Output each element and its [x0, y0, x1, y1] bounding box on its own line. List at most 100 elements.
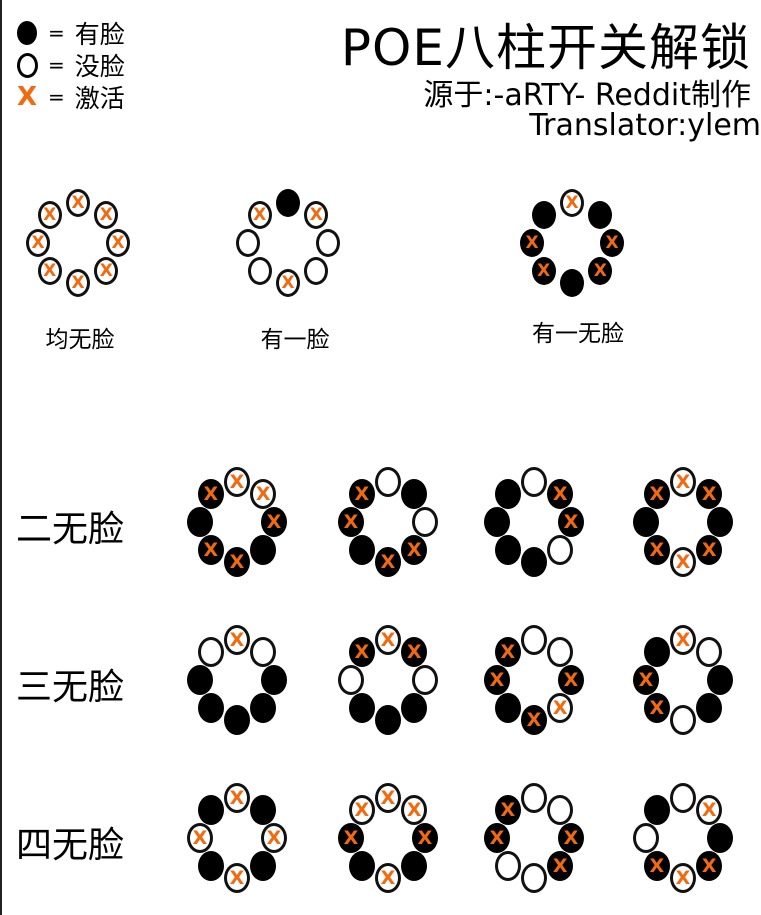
filled-pillar-sw: [348, 851, 375, 882]
empty-pillar-n: [670, 783, 696, 813]
empty-pillar-ne: [250, 636, 277, 667]
filled-pillar-e: [261, 665, 287, 695]
filled-pillar-e: [707, 507, 733, 537]
filled-activated-pillar-sw: X: [531, 257, 556, 286]
filled-activated-pillar-w: X: [484, 665, 510, 695]
filled-activated-pillar-se: X: [696, 851, 723, 882]
empty-activated-pillar-ne: X: [304, 200, 329, 229]
filled-pillar-se: [250, 535, 277, 566]
filled-activated-pillar-e: X: [558, 507, 584, 537]
filled-pillar-s: [224, 705, 250, 735]
empty-pillar-e: [412, 507, 438, 537]
filled-pillar-nw: [197, 794, 224, 825]
legend-label: 激活: [74, 84, 125, 113]
filled-pillar-sw: [197, 693, 224, 724]
empty-activated-pillar-se: X: [547, 693, 574, 724]
filled-pillar-ne: [588, 200, 613, 229]
filled-activated-pillar-w: X: [484, 823, 510, 853]
filled-activated-pillar-nw: X: [643, 478, 670, 509]
empty-pillar-n: [521, 467, 547, 497]
empty-pillar-s: [670, 705, 696, 735]
empty-activated-pillar-w: X: [187, 823, 213, 853]
filled-pillar-sw: [197, 851, 224, 882]
filled-activated-pillar-s: X: [521, 705, 547, 735]
filled-pillar-ne: [401, 478, 428, 509]
filled-pillar-w: [484, 507, 510, 537]
empty-activated-pillar-n: X: [375, 783, 401, 813]
empty-pillar-ne: [547, 794, 574, 825]
case-label: 有一脸: [260, 327, 330, 353]
filled-activated-pillar-se: X: [696, 535, 723, 566]
filled-activated-pillar-w: X: [633, 665, 659, 695]
empty-activated-pillar-n: X: [670, 625, 696, 655]
legend-equals: =: [48, 21, 65, 45]
empty-activated-pillar-ne: X: [250, 478, 277, 509]
filled-pillar-se: [401, 851, 428, 882]
empty-activated-pillar-s: X: [670, 547, 696, 577]
filled-activated-pillar-e: X: [261, 507, 287, 537]
filled-pillar-w: [187, 507, 213, 537]
empty-pillar-n: [375, 467, 401, 497]
filled-activated-pillar-nw: X: [494, 794, 521, 825]
source-credit: 源于:-aRTY- Reddit制作: [423, 78, 751, 113]
empty-activated-pillar-n: X: [224, 625, 250, 655]
empty-pillar-nw: [197, 636, 224, 667]
filled-pillar-nw: [643, 794, 670, 825]
filled-pillar-nw: [531, 200, 556, 229]
empty-activated-pillar-s: X: [670, 863, 696, 893]
filled-activated-pillar-nw: X: [197, 478, 224, 509]
orange-x-icon: X: [16, 82, 38, 112]
filled-pillar-e: [707, 665, 733, 695]
filled-activated-pillar-e: X: [600, 229, 624, 257]
empty-pillar-s: [521, 863, 547, 893]
empty-circle-icon: [16, 52, 38, 78]
empty-pillar-n: [521, 783, 547, 813]
filled-circle-icon: [16, 20, 38, 46]
filled-pillar-nw: [643, 636, 670, 667]
empty-activated-pillar-w: X: [26, 229, 50, 257]
empty-pillar-w: [338, 665, 364, 695]
filled-activated-pillar-sw: X: [643, 535, 670, 566]
filled-activated-pillar-se: X: [401, 535, 428, 566]
empty-pillar-w: [633, 823, 659, 853]
case-label: 均无脸: [45, 327, 115, 353]
row-label: 二无脸: [16, 509, 125, 550]
empty-activated-pillar-n: X: [224, 783, 250, 813]
case-label: 有一无脸: [532, 321, 624, 347]
filled-activated-pillar-nw: X: [348, 478, 375, 509]
filled-activated-pillar-e: X: [558, 823, 584, 853]
filled-pillar-ne: [250, 794, 277, 825]
filled-activated-pillar-e: X: [412, 823, 438, 853]
empty-pillar-e: [316, 229, 340, 257]
empty-activated-pillar-nw: X: [348, 794, 375, 825]
empty-activated-pillar-s: X: [375, 863, 401, 893]
filled-activated-pillar-e: X: [558, 665, 584, 695]
empty-activated-pillar-se: X: [94, 257, 119, 286]
filled-pillar-sw: [494, 535, 521, 566]
empty-activated-pillar-nw: X: [247, 200, 272, 229]
legend-equals: =: [48, 53, 65, 77]
filled-activated-pillar-ne: X: [547, 478, 574, 509]
filled-activated-pillar-w: X: [338, 507, 364, 537]
filled-pillar-w: [633, 507, 659, 537]
page-title: POE八柱开关解锁: [340, 19, 751, 77]
empty-activated-pillar-ne: X: [696, 794, 723, 825]
filled-pillar-sw: [348, 535, 375, 566]
filled-activated-pillar-sw: X: [643, 693, 670, 724]
filled-pillar-s: [521, 547, 547, 577]
empty-activated-pillar-e: X: [106, 229, 130, 257]
translator-credit: Translator:ylem: [529, 108, 761, 143]
filled-activated-pillar-se: X: [588, 257, 613, 286]
empty-pillar-ne: [547, 636, 574, 667]
filled-activated-pillar-ne: X: [401, 636, 428, 667]
filled-pillar-s: [560, 269, 584, 297]
filled-activated-pillar-se: X: [547, 851, 574, 882]
filled-pillar-sw: [494, 693, 521, 724]
empty-activated-pillar-n: X: [560, 189, 584, 217]
empty-pillar-se: [304, 257, 329, 286]
filled-pillar-se: [250, 851, 277, 882]
empty-activated-pillar-nw: X: [37, 200, 62, 229]
empty-activated-pillar-s: X: [66, 269, 90, 297]
legend-item-empty: = 没脸: [16, 50, 125, 81]
empty-activated-pillar-e: X: [261, 823, 287, 853]
